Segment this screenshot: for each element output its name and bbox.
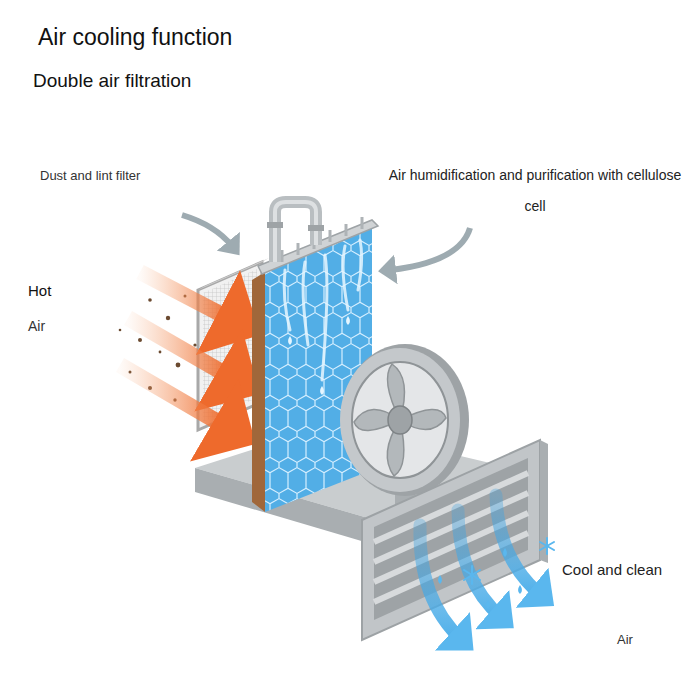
- part-label: Dust and lint filter: [40, 168, 140, 183]
- air-label: Air: [617, 632, 633, 647]
- air-label: Hot: [28, 282, 51, 299]
- part-label: Air humidification and purification with…: [383, 160, 687, 222]
- subtitle: Double air filtration: [33, 70, 191, 92]
- air-label: Cool and clean: [562, 561, 662, 578]
- air-label: Air: [28, 318, 45, 334]
- diagram-title: Air cooling function: [38, 24, 232, 51]
